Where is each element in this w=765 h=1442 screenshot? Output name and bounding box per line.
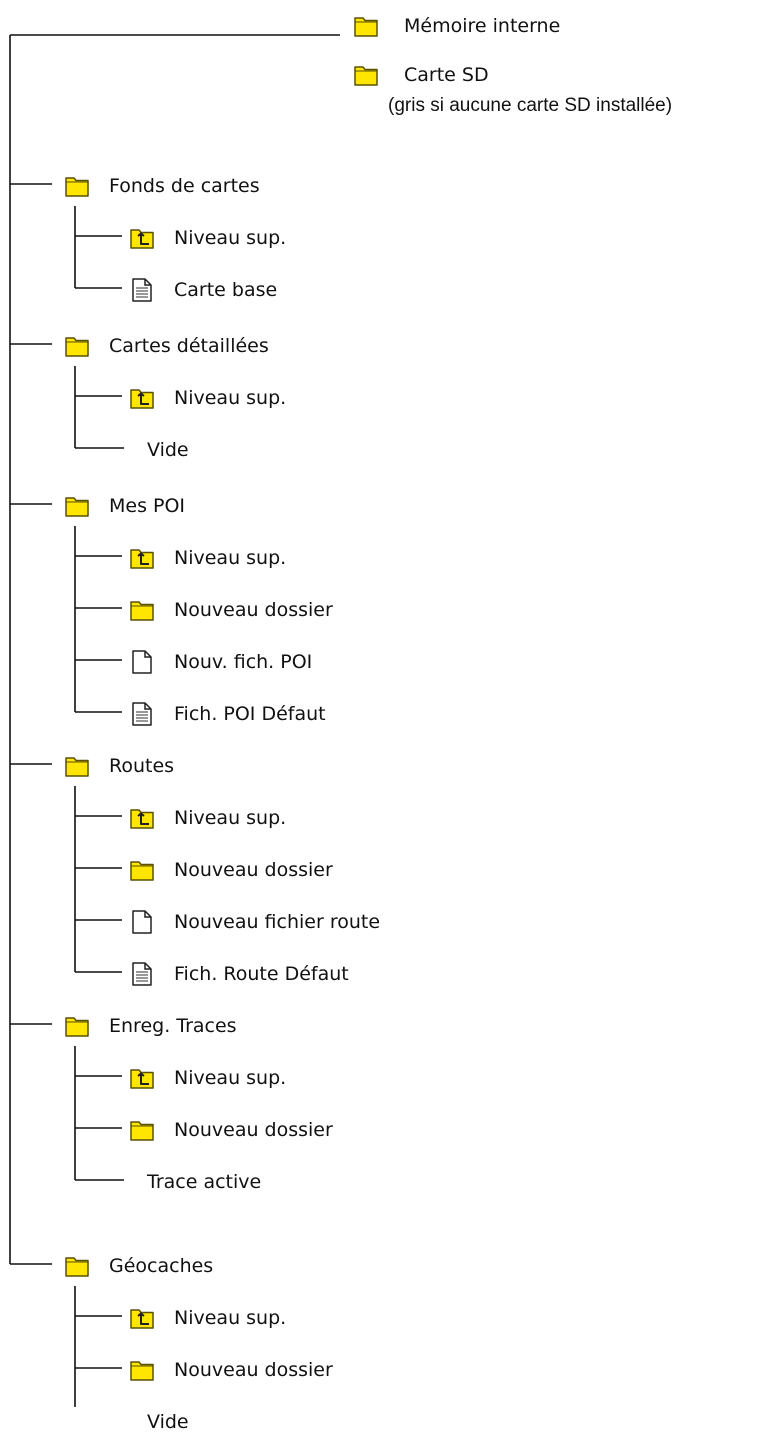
blank-document-icon bbox=[128, 648, 156, 676]
folder-up-icon bbox=[128, 804, 156, 832]
folder-up-icon bbox=[128, 384, 156, 412]
root-item-sd-card: Carte SD bbox=[352, 55, 489, 95]
folder-icon bbox=[63, 1252, 91, 1280]
folder-up-icon bbox=[128, 544, 156, 572]
node-label: Niveau sup. bbox=[174, 1066, 287, 1089]
node-label: Fonds de cartes bbox=[109, 174, 260, 197]
connector-lines bbox=[9, 34, 340, 1407]
child-item: Niveau sup. bbox=[128, 1298, 286, 1338]
child-item: Nouv. fich. POI bbox=[128, 642, 312, 682]
node-label: Cartes détaillées bbox=[109, 334, 269, 357]
node-label: Mémoire interne bbox=[404, 14, 561, 37]
node-label: Géocaches bbox=[109, 1254, 214, 1277]
document-icon bbox=[128, 960, 156, 988]
node-label: Routes bbox=[109, 754, 175, 777]
folder-icon bbox=[128, 1356, 156, 1384]
node-label: Vide bbox=[147, 1410, 189, 1433]
folder-icon bbox=[128, 596, 156, 624]
child-item: Niveau sup. bbox=[128, 1058, 286, 1098]
folder-up-icon bbox=[128, 1064, 156, 1092]
blank-document-icon bbox=[128, 908, 156, 936]
child-item: Niveau sup. bbox=[128, 538, 286, 578]
sd-card-note: (gris si aucune carte SD installée) bbox=[388, 95, 673, 116]
folder-icon bbox=[63, 492, 91, 520]
root-item-internal-memory: Mémoire interne bbox=[352, 6, 560, 46]
node-label: Enreg. Traces bbox=[109, 1014, 237, 1037]
child-item: Niveau sup. bbox=[128, 378, 286, 418]
child-item: Nouveau dossier bbox=[128, 1350, 333, 1390]
node-label: Vide bbox=[147, 438, 189, 461]
node-label: Nouveau dossier bbox=[174, 1358, 333, 1381]
node-label: Niveau sup. bbox=[174, 1306, 287, 1329]
folder-up-icon bbox=[128, 1304, 156, 1332]
node-label: Nouveau fichier route bbox=[174, 910, 381, 933]
folder-icon bbox=[352, 61, 380, 89]
child-item: Vide bbox=[147, 1402, 189, 1442]
node-label: Mes POI bbox=[109, 494, 186, 517]
document-icon bbox=[128, 700, 156, 728]
folder-icon bbox=[63, 752, 91, 780]
child-item: Niveau sup. bbox=[128, 798, 286, 838]
child-item: Carte base bbox=[128, 270, 277, 310]
child-item: Nouveau dossier bbox=[128, 850, 333, 890]
node-label: Nouveau dossier bbox=[174, 858, 333, 881]
folder-icon bbox=[128, 1116, 156, 1144]
node-label: Niveau sup. bbox=[174, 386, 287, 409]
node-label: Niveau sup. bbox=[174, 806, 287, 829]
node-label: Niveau sup. bbox=[174, 226, 287, 249]
node-label: Nouveau dossier bbox=[174, 598, 333, 621]
group-item: Enreg. Traces bbox=[63, 1006, 237, 1046]
node-label: Carte base bbox=[174, 278, 278, 301]
child-item: Trace active bbox=[147, 1162, 261, 1202]
node-label: Nouv. fich. POI bbox=[174, 650, 313, 673]
child-item: Nouveau fichier route bbox=[128, 902, 380, 942]
group-item: Géocaches bbox=[63, 1246, 213, 1286]
child-item: Fich. Route Défaut bbox=[128, 954, 349, 994]
group-item: Cartes détaillées bbox=[63, 326, 269, 366]
group-item: Fonds de cartes bbox=[63, 166, 260, 206]
document-icon bbox=[128, 276, 156, 304]
folder-icon bbox=[128, 856, 156, 884]
node-label: Nouveau dossier bbox=[174, 1118, 333, 1141]
node-label: Fich. POI Défaut bbox=[174, 702, 326, 725]
folder-icon bbox=[63, 172, 91, 200]
folder-icon bbox=[352, 12, 380, 40]
folder-icon bbox=[63, 332, 91, 360]
node-label: Fich. Route Défaut bbox=[174, 962, 349, 985]
node-label: Trace active bbox=[147, 1170, 262, 1193]
folder-up-icon bbox=[128, 224, 156, 252]
group-item: Mes POI bbox=[63, 486, 185, 526]
node-label: Niveau sup. bbox=[174, 546, 287, 569]
child-item: Nouveau dossier bbox=[128, 1110, 333, 1150]
child-item: Niveau sup. bbox=[128, 218, 286, 258]
node-label: Carte SD bbox=[404, 63, 489, 86]
child-item: Nouveau dossier bbox=[128, 590, 333, 630]
child-item: Vide bbox=[147, 430, 189, 470]
folder-icon bbox=[63, 1012, 91, 1040]
group-item: Routes bbox=[63, 746, 174, 786]
child-item: Fich. POI Défaut bbox=[128, 694, 326, 734]
